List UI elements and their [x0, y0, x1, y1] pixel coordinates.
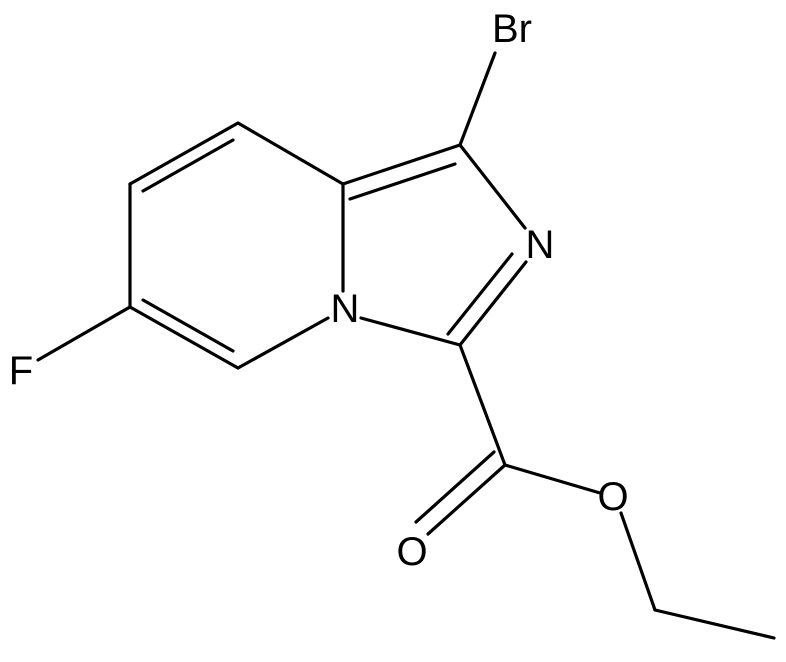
bond-c1-n2 — [458, 143, 527, 230]
bond-ccarbonyl-o-ester — [503, 463, 602, 495]
bond-c8-c7 — [128, 121, 240, 186]
bromine-label: Br — [492, 7, 532, 51]
bond-c6-f — [36, 305, 132, 362]
ester-oxygen-label: O — [597, 475, 628, 519]
bond-c6-c5 — [128, 305, 240, 370]
bond-c3-n4 — [359, 316, 462, 347]
carbonyl-oxygen-label: O — [396, 530, 427, 574]
bond-c3-ccarbonyl — [458, 343, 507, 467]
bond-ccarbonyl-o-carbonyl — [426, 463, 507, 536]
bond-c1-br — [458, 51, 497, 147]
imidazole-nitrogen-label: N — [526, 223, 555, 267]
bond-c8a-c8 — [236, 121, 345, 186]
bond-c5-n4 — [236, 316, 330, 370]
bond-n2-c3-double — [446, 252, 514, 336]
bridgehead-nitrogen-label: N — [331, 287, 360, 331]
bond-c8-c7-double — [141, 138, 235, 193]
bond-ccarbonyl-o-carbonyl-double — [414, 450, 496, 524]
fluorine-label: F — [9, 349, 33, 393]
bond-ch2-ch3 — [653, 608, 776, 640]
bond-n2-c3 — [458, 260, 528, 347]
bond-c8a-c1-double — [348, 162, 457, 201]
bond-o-ester-ch2 — [619, 511, 657, 612]
bond-c8a-c1 — [341, 143, 462, 186]
bond-c6-c5-double — [141, 298, 235, 353]
